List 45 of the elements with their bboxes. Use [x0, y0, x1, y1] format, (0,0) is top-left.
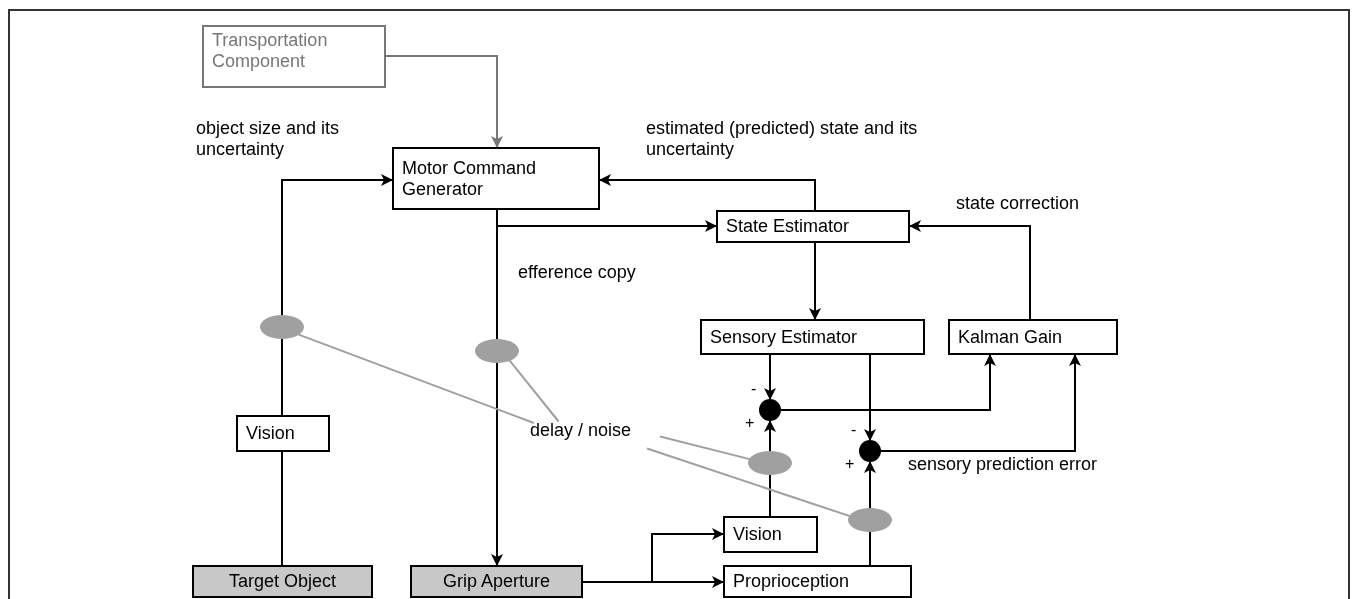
process-box: Target Object — [192, 565, 373, 598]
process-box: Motor Command Generator — [392, 147, 600, 210]
arrow — [491, 362, 503, 566]
sign-label: - — [851, 421, 857, 439]
leader-line — [297, 333, 535, 424]
noise-ellipse — [748, 451, 792, 475]
sign-label: + — [745, 414, 755, 432]
connector-line — [281, 451, 283, 566]
connector-line — [869, 531, 871, 566]
noise-ellipse — [475, 339, 519, 363]
connector-line — [769, 474, 771, 517]
process-box: Sensory Estimator — [700, 319, 925, 355]
process-box: Proprioception — [723, 565, 912, 598]
arrow — [582, 576, 724, 588]
leader-line — [659, 435, 752, 461]
edge-label: sensory prediction error — [908, 454, 1098, 475]
leader-line — [646, 447, 852, 518]
arrow — [864, 461, 876, 509]
noise-ellipse — [848, 508, 892, 532]
connector-line — [496, 209, 498, 340]
summing-junction — [859, 440, 881, 462]
process-box: Grip Aperture — [410, 565, 583, 598]
leader-line — [508, 359, 560, 423]
process-box: Vision — [236, 415, 330, 452]
summing-junction — [759, 399, 781, 421]
arrow — [864, 354, 876, 441]
arrow — [764, 420, 776, 452]
noise-ellipse — [260, 315, 304, 339]
annotation-text: delay / noise — [530, 420, 660, 450]
process-box: Vision — [723, 516, 818, 553]
arrow — [764, 354, 776, 400]
arrow — [385, 55, 503, 148]
arrow — [880, 354, 1081, 452]
process-box: Transportation Component — [202, 25, 386, 88]
process-box: State Estimator — [716, 210, 910, 243]
connector-line — [281, 338, 283, 416]
arrow — [909, 220, 1031, 320]
sign-label: - — [751, 380, 757, 398]
edge-label: efference copy — [518, 262, 636, 283]
arrow — [809, 242, 821, 320]
arrow — [599, 174, 816, 211]
process-box: Kalman Gain — [948, 319, 1118, 355]
arrow — [281, 174, 393, 316]
arrow — [780, 354, 996, 411]
sign-label: + — [845, 455, 855, 473]
